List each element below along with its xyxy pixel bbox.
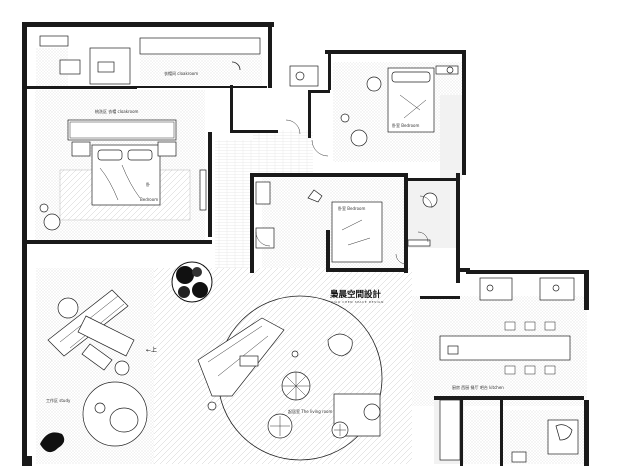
room-label-living: 起居室 The living room (288, 408, 332, 414)
room-label-study: 工作区 study (46, 397, 71, 403)
walls (22, 22, 589, 466)
brand-name: 梟晨空間設計 (329, 289, 382, 300)
mid-bedroom-furniture (255, 181, 438, 263)
room-label-master-bedroom-en: Bedroom (140, 197, 158, 202)
room-label-master-bedroom-cn: 卧 (146, 181, 150, 187)
room-label-cloakroom: 衣帽间 cloakroom (164, 70, 198, 76)
bar-stools (504, 321, 556, 375)
room-label-ne-bedroom: 卧室 Bedroom (392, 122, 419, 128)
brand-subtitle: XIAO CHEN SPACE DESIGN (331, 300, 384, 304)
master-suite-furniture (39, 35, 261, 231)
living-furniture (171, 261, 383, 461)
ne-bedroom-furniture (289, 65, 459, 147)
stair-up-annotation: ←上 (146, 346, 157, 354)
door-swings (255, 119, 433, 265)
room-label-kitchen: 厨房 西厨 餐厅 吧台 kitchen (452, 384, 504, 390)
tree-icon (171, 261, 213, 303)
room-label-mid-bedroom: 卧室 Bedroom (338, 205, 365, 211)
room-label-master-zone: 梳洗区 衣帽 cloakroom (95, 108, 139, 114)
kitchen-furniture (439, 277, 579, 463)
study-furniture (40, 289, 148, 453)
